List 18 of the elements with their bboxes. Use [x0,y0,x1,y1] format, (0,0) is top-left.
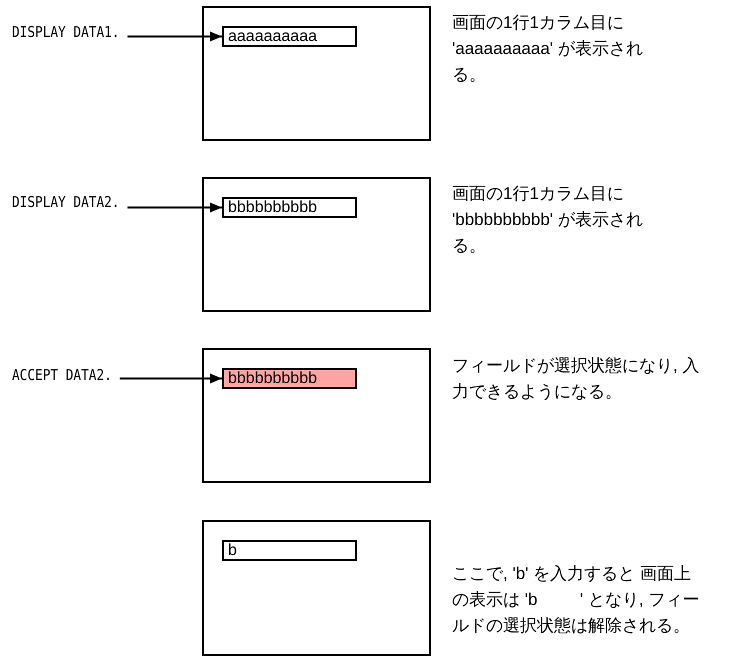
input-field: aaaaaaaaaa [222,26,357,47]
command-text: ACCEPT DATA2. [12,366,112,384]
command-text: DISPLAY DATA1. [12,23,120,41]
screen-box [202,520,431,656]
arrow [120,374,222,384]
arrow [127,202,222,212]
description-text: フィールドが選択状態になり, 入力できるようになる。 [452,355,700,403]
input-field: b [222,540,357,561]
input-field: bbbbbbbbbb [222,368,357,389]
command-text: DISPLAY DATA2. [12,193,120,211]
arrow [127,32,222,42]
description-text: 画面の1行1カラム目に 'bbbbbbbbbb' が表示される。 [452,183,644,257]
description-text: ここで, 'b' を入力すると 画面上の表示は 'b ' となり, フィールドの選択状態は解除される。 [452,563,700,637]
screen-box [202,6,431,141]
description-text: 画面の1行1カラム目に 'aaaaaaaaaa' が表示される。 [452,12,644,86]
screen-box [202,348,431,483]
screen-box [202,177,431,312]
input-field: bbbbbbbbbb [222,197,357,218]
